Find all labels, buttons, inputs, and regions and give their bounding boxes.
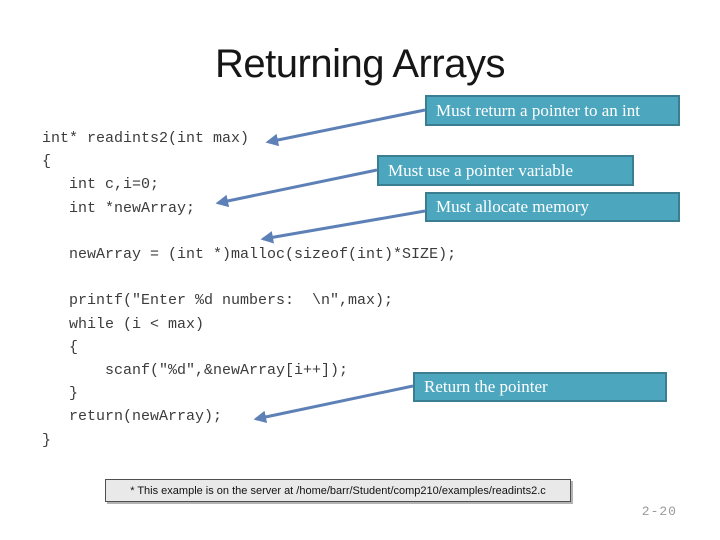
callout-label: Must use a pointer variable bbox=[388, 160, 574, 180]
slide-page-number: 2-20 bbox=[641, 504, 677, 519]
c-code-listing: int* readints2(int max) { int c,i=0; int… bbox=[42, 130, 457, 449]
callout-pointer-variable: Must use a pointer variable bbox=[377, 155, 634, 186]
footnote-box: * This example is on the server at /home… bbox=[105, 479, 571, 502]
footnote-text: * This example is on the server at /home… bbox=[130, 484, 546, 497]
callout-label: Must allocate memory bbox=[436, 197, 589, 216]
slide-title: Returning Arrays bbox=[215, 42, 505, 86]
callout-label: Return the pointer bbox=[424, 377, 548, 396]
callout-allocate-memory: Must allocate memory bbox=[425, 192, 680, 222]
callout-must-return-pointer: Must return a pointer to an int bbox=[425, 95, 680, 126]
callout-label: Must return a pointer to an int bbox=[436, 100, 640, 120]
callout-return-the-pointer: Return the pointer bbox=[413, 372, 667, 402]
